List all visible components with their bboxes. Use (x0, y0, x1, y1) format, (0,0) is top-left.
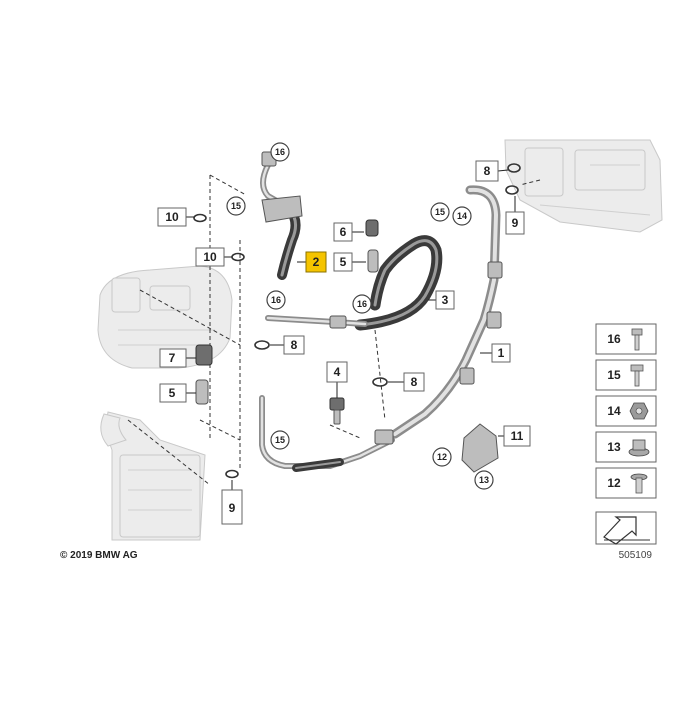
svg-text:9: 9 (229, 501, 236, 515)
svg-text:12: 12 (437, 452, 447, 462)
callout-8-top-right[interactable]: 8 (475, 160, 499, 182)
leader-lines (186, 169, 516, 490)
callout-11[interactable]: 11 (503, 425, 531, 447)
circle-callout-15-bottom[interactable]: 15 (270, 430, 290, 450)
legend-arrow-tile[interactable] (595, 511, 657, 545)
svg-text:3: 3 (442, 293, 449, 307)
legend-item-12[interactable]: 12 (595, 467, 657, 499)
svg-text:14: 14 (607, 404, 621, 418)
circle-callout-15-left[interactable]: 15 (226, 196, 246, 216)
svg-text:5: 5 (340, 255, 347, 269)
svg-text:13: 13 (607, 440, 621, 454)
svg-text:6: 6 (340, 225, 347, 239)
circle-callout-16-top[interactable]: 16 (270, 142, 290, 162)
svg-text:13: 13 (479, 475, 489, 485)
svg-text:10: 10 (203, 250, 217, 264)
callout-10-top[interactable]: 10 (157, 207, 187, 227)
arrow-icon (603, 516, 650, 545)
svg-text:15: 15 (231, 201, 241, 211)
callout-2-highlighted[interactable]: 2 (305, 251, 327, 273)
diagram-number: 505109 (619, 550, 653, 561)
svg-text:4: 4 (334, 365, 341, 379)
callout-7[interactable]: 7 (159, 348, 187, 368)
callout-9-bottom-left[interactable]: 9 (221, 489, 243, 525)
o-rings (193, 163, 521, 479)
legend-item-14[interactable]: 14 (595, 395, 657, 427)
copyright-text: © 2019 BMW AG (60, 550, 138, 561)
circle-callout-15-top-right[interactable]: 15 (430, 202, 450, 222)
callout-8-mid-left[interactable]: 8 (283, 335, 305, 355)
callout-10-mid[interactable]: 10 (195, 247, 225, 267)
circle-callout-16-mid-left[interactable]: 16 (266, 290, 286, 310)
legend-panel: 16 15 14 13 (595, 323, 657, 545)
circle-callout-12[interactable]: 12 (432, 447, 452, 467)
svg-text:7: 7 (169, 351, 176, 365)
hvac-housing-ghost (504, 139, 663, 233)
svg-text:15: 15 (275, 435, 285, 445)
refrigerant-line-3 (265, 235, 443, 331)
valve-5-part (367, 249, 379, 273)
assembly-lines (127, 174, 541, 486)
flange-bolt-icon (630, 473, 648, 494)
legend-item-15[interactable]: 15 (595, 359, 657, 391)
svg-text:5: 5 (169, 386, 176, 400)
heat-exchanger-ghost (100, 411, 206, 541)
svg-text:9: 9 (512, 216, 519, 230)
svg-text:14: 14 (457, 211, 467, 221)
circle-callout-13[interactable]: 13 (474, 470, 494, 490)
refrigerant-line-bottom (259, 395, 395, 472)
callout-6[interactable]: 6 (333, 222, 353, 242)
svg-text:16: 16 (275, 147, 285, 157)
svg-text:8: 8 (291, 338, 298, 352)
circle-callout-14[interactable]: 14 (452, 206, 472, 226)
flange-nut-icon (628, 439, 650, 457)
refrigerant-line-2 (260, 151, 303, 280)
callout-3[interactable]: 3 (435, 290, 455, 310)
callout-9-top-right[interactable]: 9 (505, 211, 525, 235)
hex-nut-icon (629, 402, 649, 420)
svg-text:15: 15 (607, 368, 621, 382)
compressor-ghost (97, 265, 233, 369)
circle-callout-16-mid[interactable]: 16 (352, 294, 372, 314)
valve-7-part (195, 344, 213, 366)
valve-6-part (365, 219, 379, 237)
legend-item-16[interactable]: 16 (595, 323, 657, 355)
callout-1[interactable]: 1 (491, 343, 511, 363)
svg-text:16: 16 (607, 332, 621, 346)
callout-5-top[interactable]: 5 (333, 252, 353, 272)
svg-text:15: 15 (435, 207, 445, 217)
svg-text:8: 8 (484, 164, 491, 178)
hex-bolt-icon (630, 364, 644, 387)
pressure-sensor-4-part (329, 397, 345, 425)
callout-5-left[interactable]: 5 (159, 383, 187, 403)
bolt-icon (631, 328, 643, 351)
svg-text:16: 16 (271, 295, 281, 305)
svg-text:2: 2 (313, 255, 320, 269)
svg-text:10: 10 (165, 210, 179, 224)
bracket-11-part (461, 423, 499, 473)
callout-8-mid-right[interactable]: 8 (403, 372, 425, 392)
svg-text:8: 8 (411, 375, 418, 389)
valve-5b-part (195, 379, 209, 405)
callout-4[interactable]: 4 (326, 361, 348, 383)
svg-text:12: 12 (607, 476, 621, 490)
svg-text:11: 11 (511, 429, 524, 443)
legend-item-13[interactable]: 13 (595, 431, 657, 463)
svg-text:1: 1 (498, 346, 505, 360)
refrigerant-line-1 (390, 185, 503, 439)
svg-text:16: 16 (357, 299, 367, 309)
